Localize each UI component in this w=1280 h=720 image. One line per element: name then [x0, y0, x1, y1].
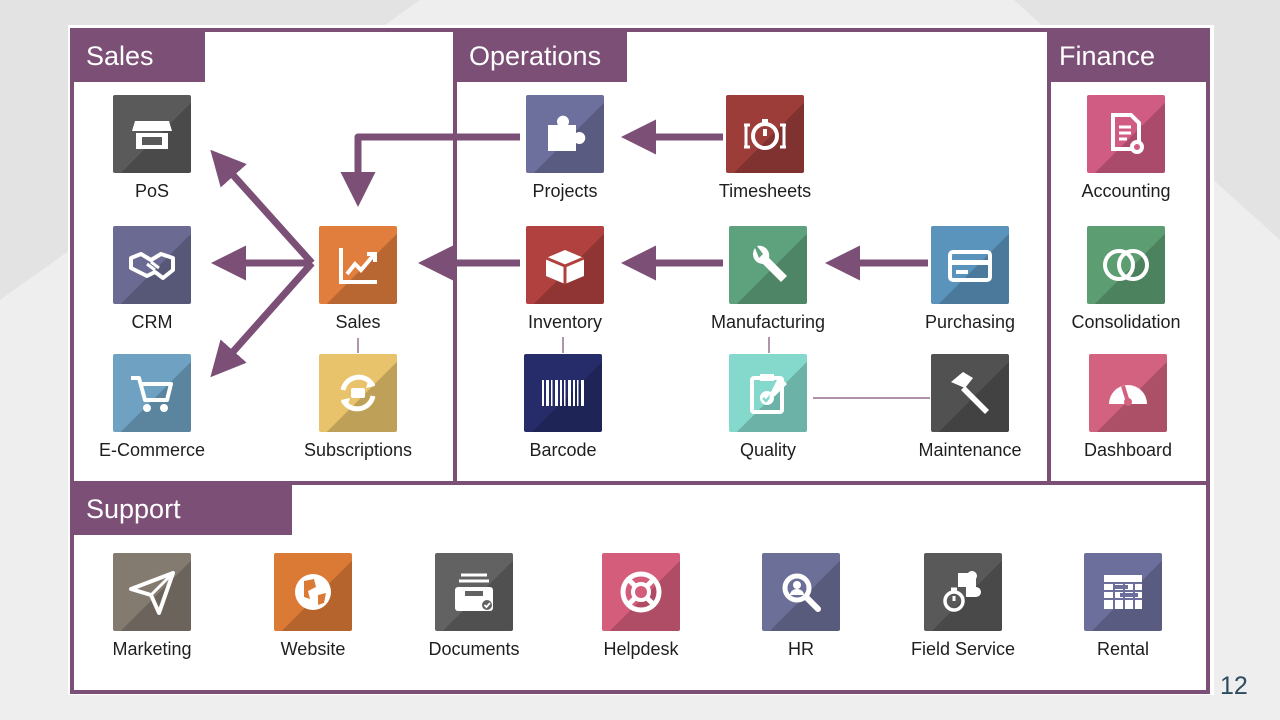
app-ecommerce[interactable]: E-Commerce: [77, 354, 227, 461]
app-hr[interactable]: HR: [726, 553, 876, 660]
app-accounting[interactable]: Accounting: [1051, 95, 1201, 202]
app-quality[interactable]: Quality: [693, 354, 843, 461]
store-icon: [113, 95, 191, 173]
app-consolidation[interactable]: Consolidation: [1051, 226, 1201, 333]
app-label: Field Service: [910, 639, 1016, 659]
app-timesheets[interactable]: Timesheets: [690, 95, 840, 202]
app-label: Timesheets: [718, 181, 812, 201]
app-label: Dashboard: [1083, 440, 1173, 460]
page-number: 12: [1220, 672, 1248, 700]
app-projects[interactable]: Projects: [490, 95, 640, 202]
document-gear-icon: [1087, 95, 1165, 173]
app-label: Consolidation: [1071, 312, 1181, 332]
app-label: Barcode: [529, 440, 597, 460]
credit-card-icon: [931, 226, 1009, 304]
app-label: Inventory: [527, 312, 603, 332]
cycle-icon: [319, 354, 397, 432]
app-label: Projects: [532, 181, 598, 201]
app-label: Rental: [1096, 639, 1150, 659]
app-helpdesk[interactable]: Helpdesk: [566, 553, 716, 660]
app-label: Maintenance: [918, 440, 1022, 460]
calendar-grid-icon: [1084, 553, 1162, 631]
app-label: Subscriptions: [303, 440, 413, 460]
support-panel-title: Support: [74, 485, 292, 535]
app-crm[interactable]: CRM: [77, 226, 227, 333]
app-sales[interactable]: Sales: [283, 226, 433, 333]
app-marketing[interactable]: Marketing: [77, 553, 227, 660]
app-label: Website: [280, 639, 346, 659]
overlap-circles-icon: [1087, 226, 1165, 304]
inbox-icon: [435, 553, 513, 631]
app-label: Helpdesk: [603, 639, 679, 659]
operations-panel-title: Operations: [457, 32, 627, 82]
globe-icon: [274, 553, 352, 631]
wrench-icon: [729, 226, 807, 304]
gauge-icon: [1089, 354, 1167, 432]
app-label: Sales: [335, 312, 381, 332]
box-icon: [526, 226, 604, 304]
app-label: Purchasing: [924, 312, 1016, 332]
lifebuoy-icon: [602, 553, 680, 631]
app-rental[interactable]: Rental: [1048, 553, 1198, 660]
app-manufacturing[interactable]: Manufacturing: [693, 226, 843, 333]
app-barcode[interactable]: Barcode: [488, 354, 638, 461]
hammer-icon: [931, 354, 1009, 432]
app-field-service[interactable]: Field Service: [888, 553, 1038, 660]
app-label: HR: [788, 639, 814, 659]
app-pos[interactable]: PoS: [77, 95, 227, 202]
app-label: Quality: [739, 440, 797, 460]
barcode-icon: [524, 354, 602, 432]
checklist-icon: [729, 354, 807, 432]
handshake-icon: [113, 226, 191, 304]
app-label: Accounting: [1081, 181, 1171, 201]
app-label: CRM: [131, 312, 173, 332]
support-panel: Support: [70, 481, 1210, 694]
magnifier-icon: [762, 553, 840, 631]
trend-chart-icon: [319, 226, 397, 304]
app-purchasing[interactable]: Purchasing: [895, 226, 1045, 333]
sales-panel-title: Sales: [74, 32, 205, 82]
paper-plane-icon: [113, 553, 191, 631]
app-dashboard[interactable]: Dashboard: [1053, 354, 1203, 461]
puzzle-timer-icon: [924, 553, 1002, 631]
app-label: Manufacturing: [710, 312, 826, 332]
app-website[interactable]: Website: [238, 553, 388, 660]
finance-panel-title: Finance: [1047, 32, 1210, 82]
stopwatch-icon: [726, 95, 804, 173]
puzzle-icon: [526, 95, 604, 173]
app-documents[interactable]: Documents: [399, 553, 549, 660]
app-inventory[interactable]: Inventory: [490, 226, 640, 333]
app-label: Marketing: [112, 639, 192, 659]
app-label: PoS: [134, 181, 170, 201]
app-subscriptions[interactable]: Subscriptions: [283, 354, 433, 461]
app-label: E-Commerce: [98, 440, 205, 460]
app-label: Documents: [428, 639, 520, 659]
cart-icon: [113, 354, 191, 432]
app-maintenance[interactable]: Maintenance: [895, 354, 1045, 461]
